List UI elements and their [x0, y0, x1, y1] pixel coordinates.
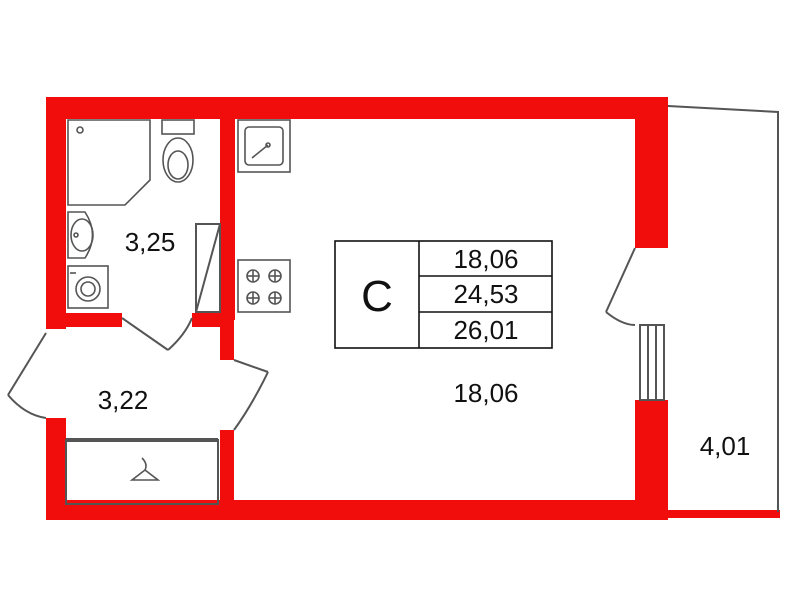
wall-top — [46, 97, 668, 119]
hanger-icon — [129, 457, 161, 481]
sink-icon — [237, 119, 291, 173]
walls — [46, 97, 780, 520]
wall-balcony-bottom — [660, 510, 780, 518]
hallway-area-label: 3,22 — [98, 385, 149, 415]
balcony-glazing — [639, 324, 665, 401]
wall-hall-partition-a — [220, 320, 234, 360]
wall-left-lower — [46, 418, 66, 520]
thin-lines — [7, 105, 779, 512]
washing-machine-icon — [67, 265, 109, 309]
bathroom-area-label: 3,25 — [125, 227, 176, 257]
room-door-leaf — [233, 359, 269, 373]
wall-bath-bottom-left — [46, 313, 122, 327]
balcony-door-leaf — [605, 247, 636, 313]
vent-shaft-diagonal — [195, 223, 221, 313]
legend-total-area: 24,53 — [453, 279, 518, 309]
wall-bath-partition — [220, 97, 235, 320]
entrance-door-leaf — [7, 332, 47, 396]
wall-hall-partition-b — [220, 430, 234, 505]
toilet-icon — [161, 119, 195, 183]
room-door-arc — [233, 371, 269, 431]
wall-bath-bottom-right — [192, 313, 232, 327]
entrance-door-arc — [7, 394, 47, 419]
legend-total-area-with-balcony: 26,01 — [453, 315, 518, 345]
legend-type-letter: С — [361, 272, 393, 321]
balcony-door-arc — [605, 311, 636, 326]
legend-living-area: 18,06 — [453, 244, 518, 274]
main-room-area-label: 18,06 — [453, 378, 518, 408]
stove-icon — [237, 259, 291, 313]
bath-door-arc — [167, 317, 193, 351]
balcony-outline — [667, 105, 779, 512]
shower-icon — [67, 119, 151, 206]
wall-left-upper — [46, 97, 66, 329]
washbasin-icon — [67, 211, 94, 259]
legend-table — [334, 240, 553, 349]
fixtures — [67, 119, 291, 481]
vent-shaft — [195, 223, 221, 313]
balcony-area-label: 4,01 — [700, 431, 751, 461]
wall-right-bottom — [635, 400, 668, 520]
bath-door-leaf — [121, 317, 169, 351]
wall-right-top — [635, 108, 668, 248]
